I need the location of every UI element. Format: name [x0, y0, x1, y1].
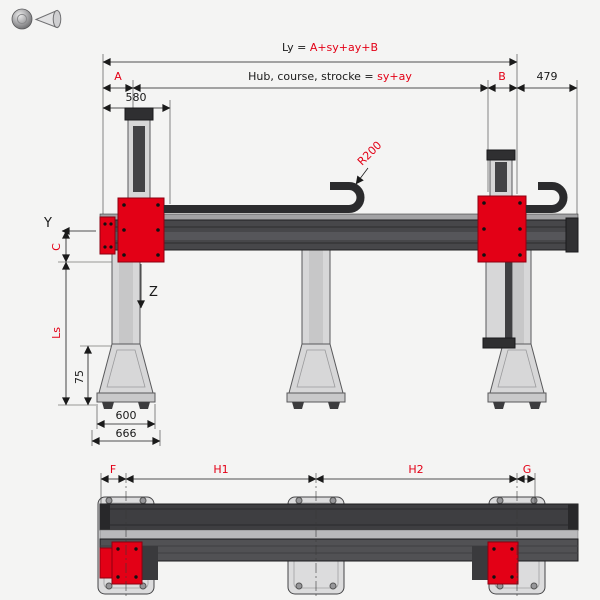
front-view: Ly = A+sy+ay+B Hub, course, strocke = sy…: [43, 41, 579, 446]
cable-chains: [164, 182, 568, 213]
right-carriage: [477, 195, 527, 263]
viewer-toolbar: [11, 8, 62, 30]
cable-chain-left: [164, 182, 365, 213]
left-foot: [96, 343, 156, 409]
dimension-lines: [62, 58, 578, 445]
dim-label-ls: Ls: [50, 327, 63, 339]
r200-leader-line: [355, 167, 369, 185]
right-z-axis-lower: [482, 261, 516, 349]
dim-label-g: G: [523, 463, 532, 476]
dim-label-479: 479: [537, 70, 558, 83]
dim-label-h2: H2: [408, 463, 423, 476]
cone-icon[interactable]: [34, 9, 62, 29]
dim-label-h1: H1: [213, 463, 228, 476]
dim-label-666: 666: [116, 427, 137, 440]
extension-lines: [58, 54, 578, 446]
coordinate-axes: [61, 227, 145, 309]
plan-centerlines: [125, 473, 518, 596]
plan-left-carriage: [99, 541, 158, 585]
plan-right-carriage: [472, 541, 519, 585]
sphere-icon[interactable]: [11, 8, 33, 30]
plan-view: F H1 H2 G: [97, 463, 579, 596]
front-view-labels: Ly = A+sy+ay+B Hub, course, strocke = sy…: [43, 41, 558, 440]
right-z-axis-upper: [486, 149, 516, 197]
beam-right-endcap: [565, 217, 579, 253]
plan-beam: [99, 503, 579, 562]
dim-label-b: B: [498, 70, 506, 83]
dim-label-75: 75: [73, 370, 86, 384]
dim-label-600: 600: [116, 409, 137, 422]
right-foot: [487, 343, 547, 409]
dim-label-f: F: [110, 463, 116, 476]
left-z-axis-upper: [124, 107, 162, 212]
axis-label-y: Y: [43, 216, 52, 231]
feet: [96, 343, 547, 409]
dim-label-total-length: Ly = A+sy+ay+B: [282, 41, 378, 54]
dim-label-a: A: [114, 70, 122, 83]
cable-chain-right: [526, 182, 568, 213]
dim-label-stroke: Hub, course, strocke = sy+ay: [248, 70, 412, 83]
left-carriage: [117, 197, 165, 263]
axis-label-z: Z: [149, 285, 158, 300]
plan-dimensions: F H1 H2 G: [100, 463, 536, 504]
middle-foot: [286, 343, 346, 409]
beam-left-endcap-red: [99, 216, 116, 255]
support-legs: [111, 249, 532, 345]
dim-label-c: C: [50, 243, 63, 251]
dim-label-580: 580: [126, 91, 147, 104]
